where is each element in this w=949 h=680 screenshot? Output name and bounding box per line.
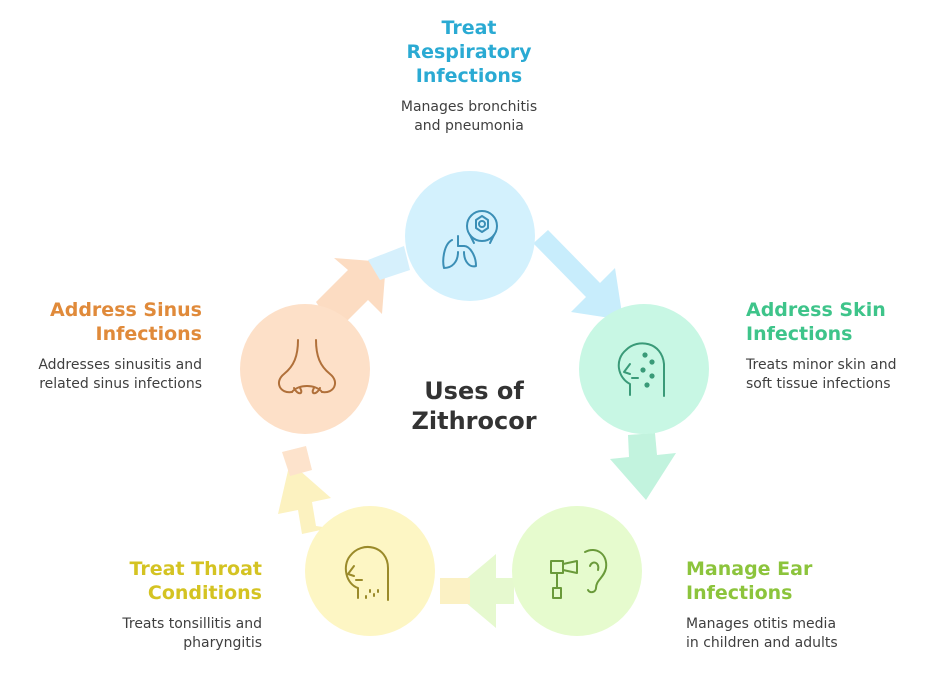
throat-head-icon	[344, 546, 389, 601]
respiratory-description: Manages bronchitis and pneumonia	[400, 99, 538, 134]
label-ear: Manage Ear Infections Manages otitis med…	[686, 557, 936, 653]
ear-description: Manages otitis media in children and adu…	[686, 616, 838, 651]
throat-title: Treat Throat Conditions	[129, 558, 262, 604]
sinus-title: Address Sinus Infections	[50, 299, 202, 345]
lungs-icon	[442, 210, 498, 269]
face-skin-icon	[617, 342, 665, 397]
nose-icon	[277, 339, 337, 395]
arrow-ear-throat-tail	[440, 578, 470, 604]
sinus-description: Addresses sinusitis and related sinus in…	[38, 357, 202, 392]
arrow-throat-to-sinus	[278, 462, 331, 534]
label-skin: Address Skin Infections Treats minor ski…	[746, 298, 946, 394]
ear-title: Manage Ear Infections	[686, 558, 813, 604]
throat-circle	[305, 506, 435, 636]
center-title: Uses of Zithrocor	[411, 377, 537, 435]
label-sinus: Address Sinus Infections Addresses sinus…	[10, 298, 202, 394]
throat-description: Treats tonsillitis and pharyngitis	[122, 616, 262, 651]
sinus-circle	[240, 304, 370, 434]
otoscope-ear-icon	[550, 549, 608, 599]
arrow-throat-sinus-tail	[282, 446, 312, 476]
arrow-ear-throat	[452, 554, 514, 628]
arrow-sinus-resp-tail	[368, 246, 410, 280]
arrow-skin-to-ear	[610, 433, 676, 500]
respiratory-title: Treat Respiratory Infections	[406, 17, 532, 87]
skin-description: Treats minor skin and soft tissue infect…	[746, 357, 897, 392]
skin-title: Address Skin Infections	[746, 299, 886, 345]
label-respiratory: Treat Respiratory Infections Manages bro…	[354, 16, 584, 136]
arrow-respiratory-to-skin	[526, 230, 623, 320]
label-throat: Treat Throat Conditions Treats tonsillit…	[40, 557, 262, 653]
